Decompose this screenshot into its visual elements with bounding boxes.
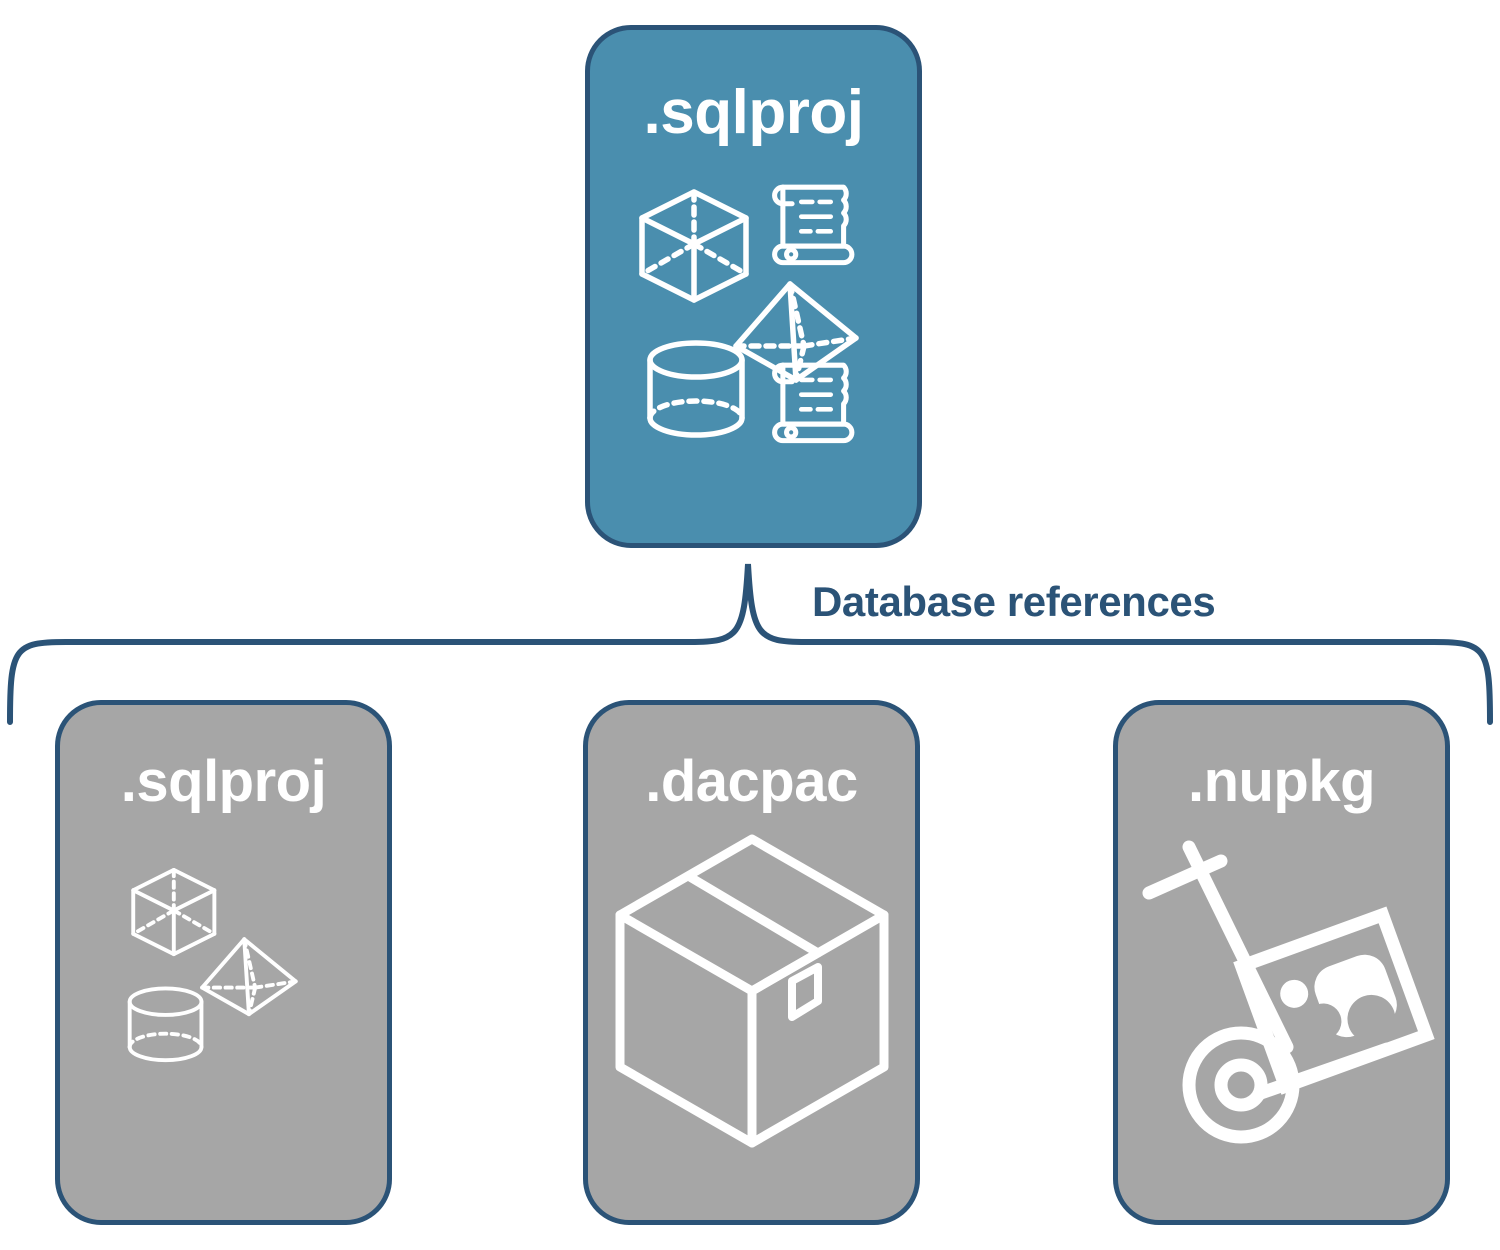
package-icon [1232, 906, 1435, 1095]
database-objects-illustration [638, 184, 859, 444]
node-card-nupkg[interactable]: .nupkg [1113, 700, 1450, 1225]
node-card-sqlproj-reference[interactable]: .sqlproj [55, 700, 392, 1225]
cube-icon [638, 189, 749, 303]
cylinder-icon [646, 340, 745, 438]
node-title: .nupkg [1187, 749, 1376, 814]
brace-path [7, 563, 1493, 725]
cube-icon [130, 867, 216, 957]
icon-group-nuget-package [1118, 835, 1445, 1155]
database-objects-illustration [127, 867, 298, 1063]
node-card-sqlproj-root[interactable]: .sqlproj [585, 25, 922, 548]
node-title: .sqlproj [643, 78, 864, 147]
node-title: .sqlproj [120, 749, 327, 814]
hand-truck-package-icon [1142, 840, 1435, 1144]
icon-group-package [588, 823, 915, 1153]
connector-label: Database references [812, 578, 1216, 625]
pyramid-icon [199, 937, 298, 1017]
icon-group-database-objects [590, 178, 917, 458]
cylinder-icon [127, 986, 203, 1063]
icon-group-database-objects [60, 855, 387, 1085]
node-card-dacpac[interactable]: .dacpac [583, 700, 920, 1225]
node-title: .dacpac [645, 749, 858, 814]
scroll-icon [771, 184, 854, 266]
package-box-icon [615, 834, 888, 1148]
scroll-icon [771, 362, 854, 444]
pyramid-icon [732, 281, 859, 383]
